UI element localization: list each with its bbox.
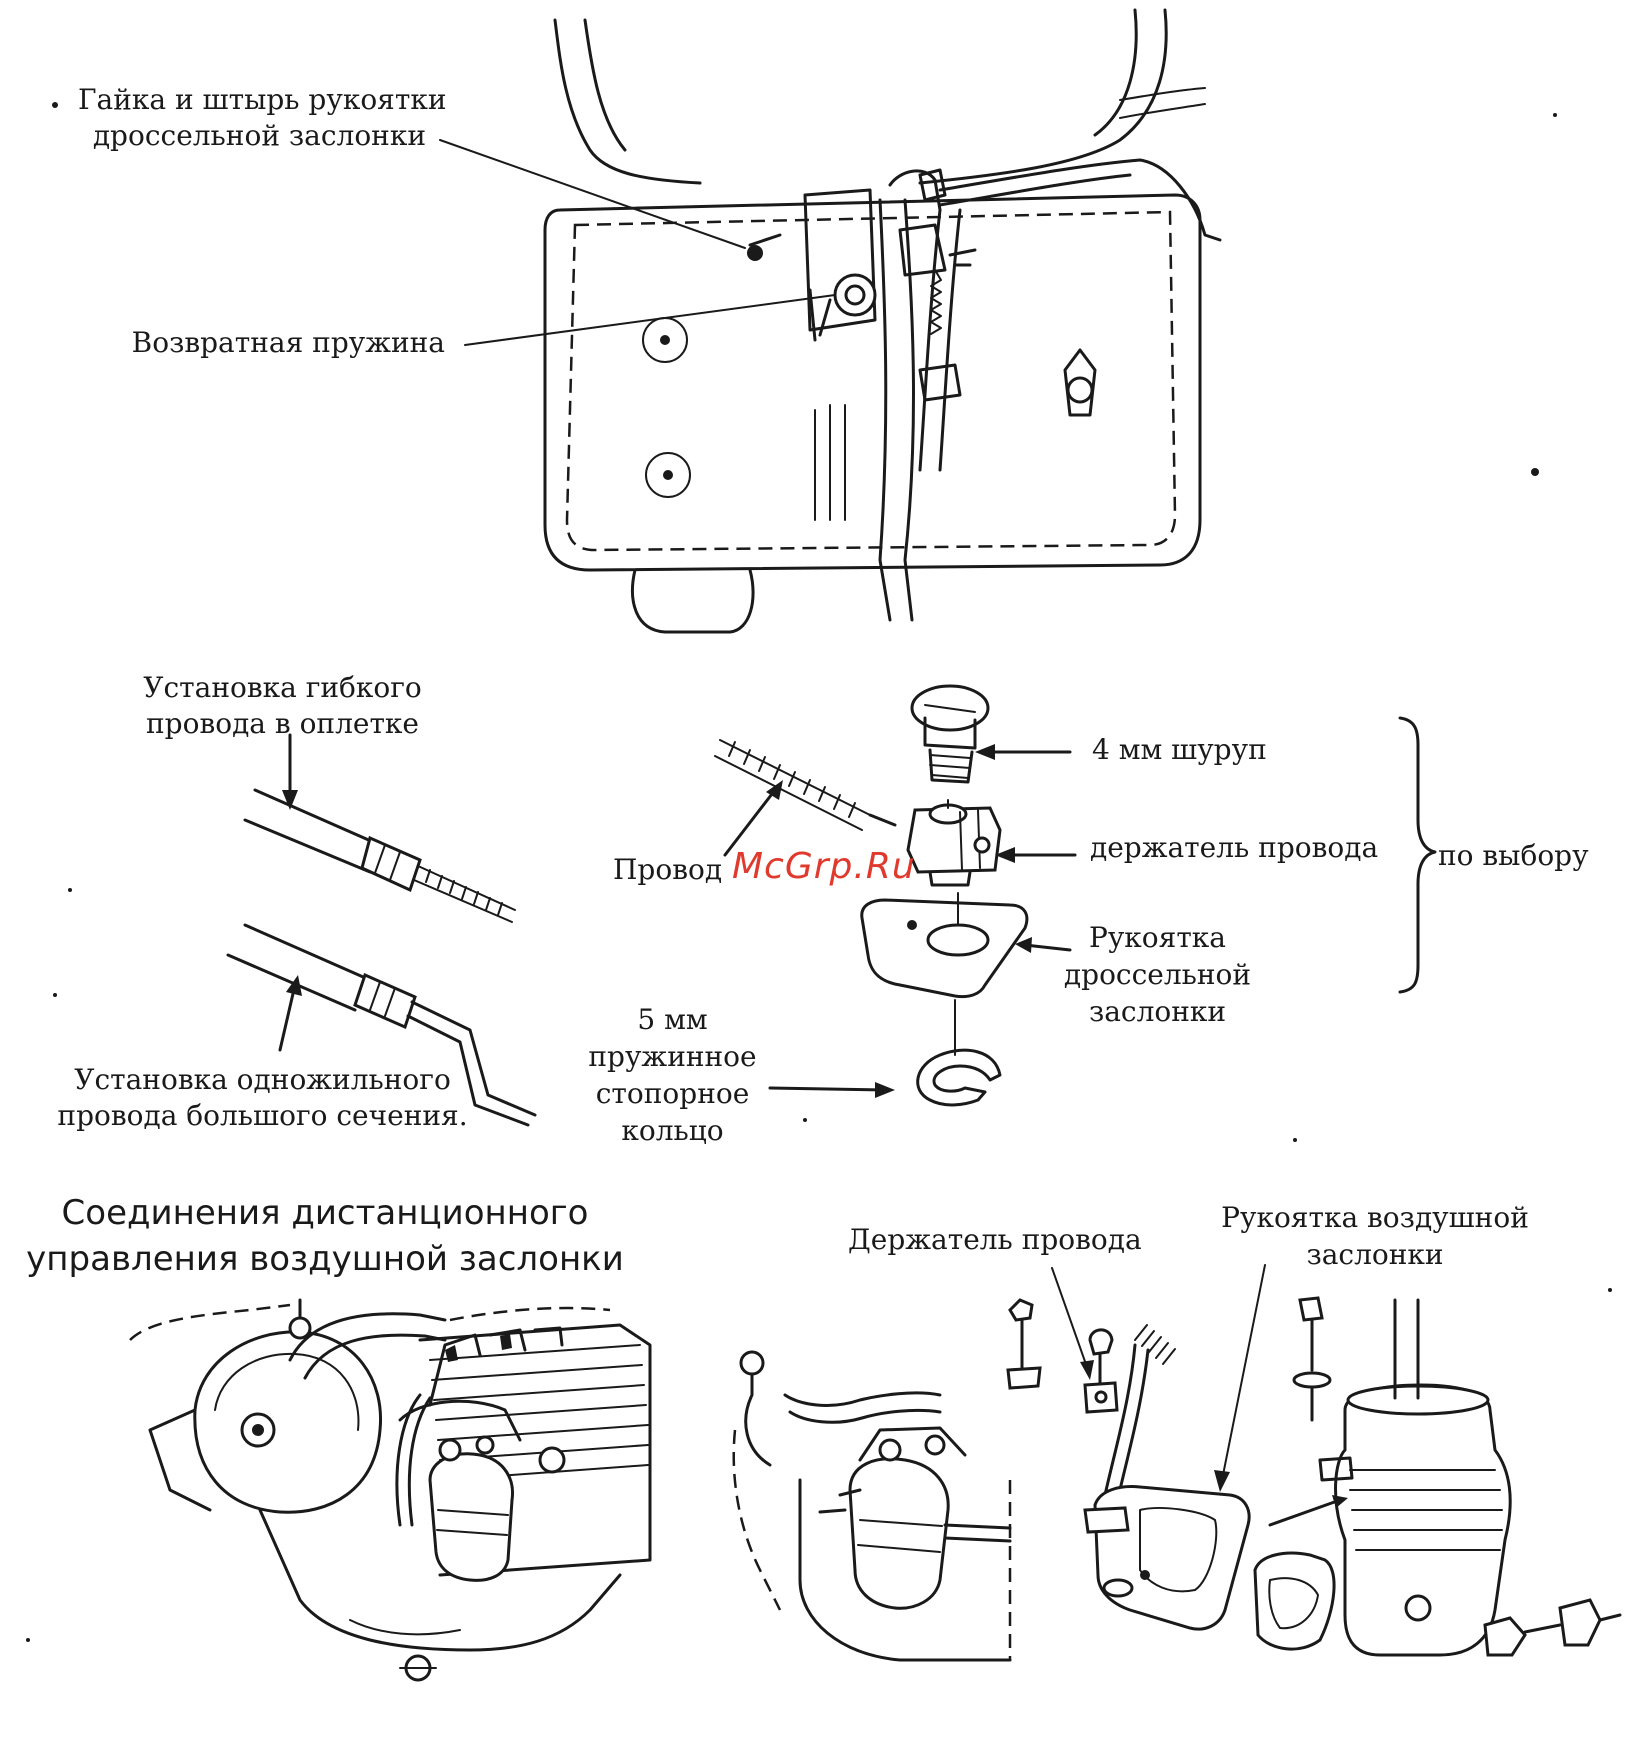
wire-holder-exploded-illustration <box>714 684 1437 1107</box>
label-snap-ring-line1: 5 мм <box>637 1003 708 1036</box>
label-bottom-wire-holder: Держатель провода <box>848 1223 1142 1256</box>
leader-choke-lever <box>1221 1264 1266 1481</box>
label-solid-wire-line1: Установка одножильного <box>74 1063 451 1096</box>
label-throttle-lever-line2: дроссельной <box>1063 958 1252 991</box>
label-wire: Провод <box>613 853 723 886</box>
engine-carburetor-illustration <box>129 1298 652 1682</box>
label-throttle-lever-line3: заслонки <box>1088 995 1227 1028</box>
choke-exploded-illustration <box>732 1296 1622 1662</box>
label-snap-ring-line3: стопорное <box>595 1077 750 1110</box>
label-solid-wire-line2: провода большого сечения. <box>57 1099 468 1132</box>
leader-nut-pin <box>439 139 746 249</box>
cable-installation-illustration <box>226 733 537 1127</box>
label-choke-lever-line1: Рукоятка воздушной <box>1221 1201 1529 1234</box>
section-heading-line2: управления воздушной заслонки <box>26 1239 624 1279</box>
leader-return-spring <box>464 294 836 346</box>
watermark-logo: McGrp.Ru <box>732 846 916 887</box>
fuel-tank-illustration <box>543 8 1222 634</box>
label-flexible-cable-line2: провода в оплетке <box>146 707 419 740</box>
label-optional: по выбору <box>1438 839 1589 872</box>
section-heading-line1: Соединения дистанционного <box>61 1193 589 1233</box>
label-flexible-cable-line1: Установка гибкого <box>143 671 422 704</box>
label-snap-ring-line2: пружинное <box>588 1040 757 1073</box>
label-screw: 4 мм шуруп <box>1092 733 1267 766</box>
label-return-spring: Возвратная пружина <box>131 326 445 359</box>
label-nut-pin-line1: Гайка и штырь рукоятки <box>78 83 447 116</box>
label-nut-pin-line2: дроссельной заслонки <box>92 119 426 152</box>
label-wire-holder: держатель провода <box>1090 831 1379 864</box>
label-snap-ring-line4: кольцо <box>621 1114 724 1147</box>
label-choke-lever-line2: заслонки <box>1306 1238 1444 1271</box>
leader-bottom-wire-holder <box>1051 1267 1089 1371</box>
label-throttle-lever-line1: Рукоятка <box>1088 921 1227 954</box>
